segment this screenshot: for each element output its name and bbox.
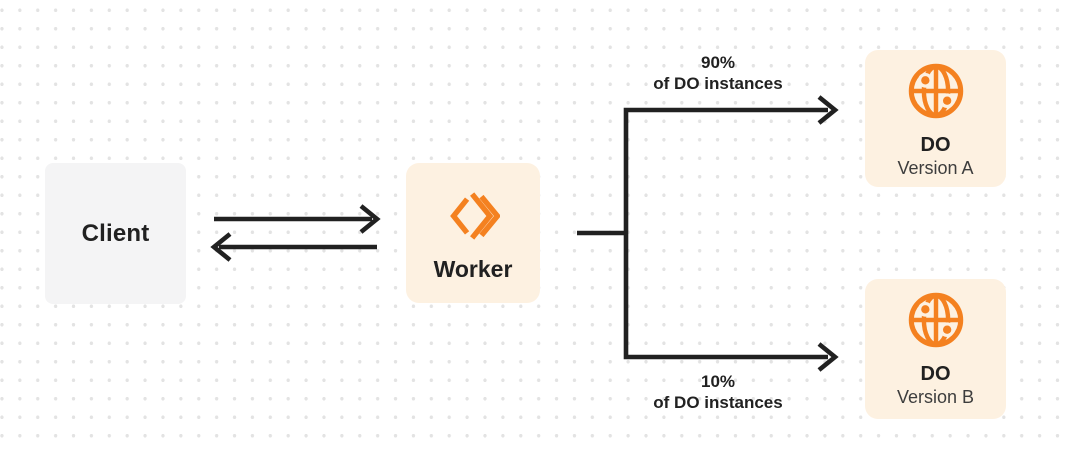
branch-bracket-line (623, 107, 828, 360)
route-a-label: 90% of DO instances (598, 52, 838, 94)
do-b-subtitle: Version B (896, 387, 975, 407)
route-a-percent: 90% (700, 53, 736, 72)
route-a-caption: of DO instances (653, 74, 783, 93)
do-version-a-node: DO Version A (865, 50, 1006, 187)
route-b-percent: 10% (700, 372, 736, 391)
client-node: Client (45, 163, 186, 304)
arrowhead-worker-to-client (210, 232, 232, 262)
worker-node: Worker (406, 163, 540, 303)
route-b-label: 10% of DO instances (598, 371, 838, 413)
route-b-caption: of DO instances (653, 393, 783, 412)
arrowhead-to-do-a (817, 95, 839, 125)
arrowhead-to-do-b (817, 342, 839, 372)
do-b-title: DO (920, 363, 951, 385)
worker-label: Worker (433, 256, 513, 282)
arrowhead-client-to-worker (359, 204, 381, 234)
do-a-title: DO (920, 134, 951, 156)
client-label: Client (81, 219, 150, 247)
do-a-subtitle: Version A (897, 158, 974, 178)
globe-icon (905, 289, 967, 351)
globe-icon (905, 60, 967, 122)
do-version-b-node: DO Version B (865, 279, 1006, 419)
workers-logo-icon (446, 185, 500, 247)
